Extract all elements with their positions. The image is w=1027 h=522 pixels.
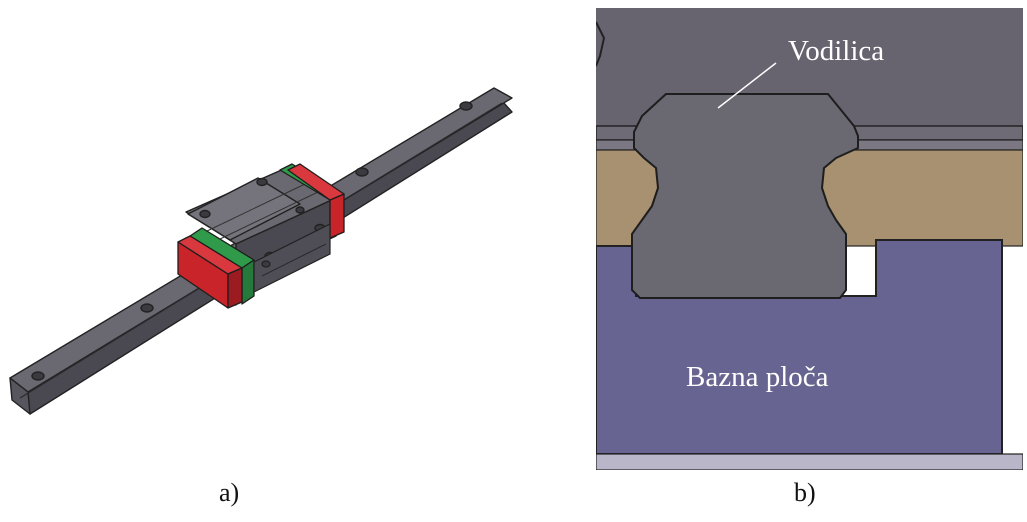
rail-bolt-hole (355, 167, 369, 177)
red-seal-front-side (227, 267, 243, 309)
rail-label: Vodilica (788, 35, 884, 67)
bottom-strip (595, 453, 1024, 471)
green-seal-front-side (241, 259, 255, 305)
panel-b-cross-section: Vodilica Bazna ploča (595, 8, 1024, 471)
rail-bolt-hole (31, 371, 45, 381)
carriage-upper-block (187, 177, 301, 241)
carriage-bolt-hole (256, 177, 268, 187)
panel-a-linear-guide-isometric (0, 0, 560, 470)
carriage-bolt-hole (199, 209, 211, 219)
bolt-head-edge (595, 21, 606, 67)
carriage-bolt-hole (295, 206, 305, 214)
red-end-seals (177, 163, 345, 309)
caption-b: b) (794, 478, 816, 507)
base-plate-label: Bazna ploča (686, 361, 829, 393)
rail-section (631, 93, 859, 299)
linear-guide-drawing (9, 87, 513, 415)
rail-label-leader (717, 62, 777, 109)
caption-a: a) (219, 478, 240, 507)
red-seal-back-face (329, 193, 345, 239)
rail-bolt-hole (459, 101, 473, 111)
rail-end-face (9, 377, 31, 415)
red-seal-back-top (287, 163, 345, 201)
carriage-lower-detail (253, 223, 331, 293)
cross-section-drawing: Vodilica Bazna ploča (595, 8, 1024, 471)
rail-bolt-hole (140, 303, 154, 313)
